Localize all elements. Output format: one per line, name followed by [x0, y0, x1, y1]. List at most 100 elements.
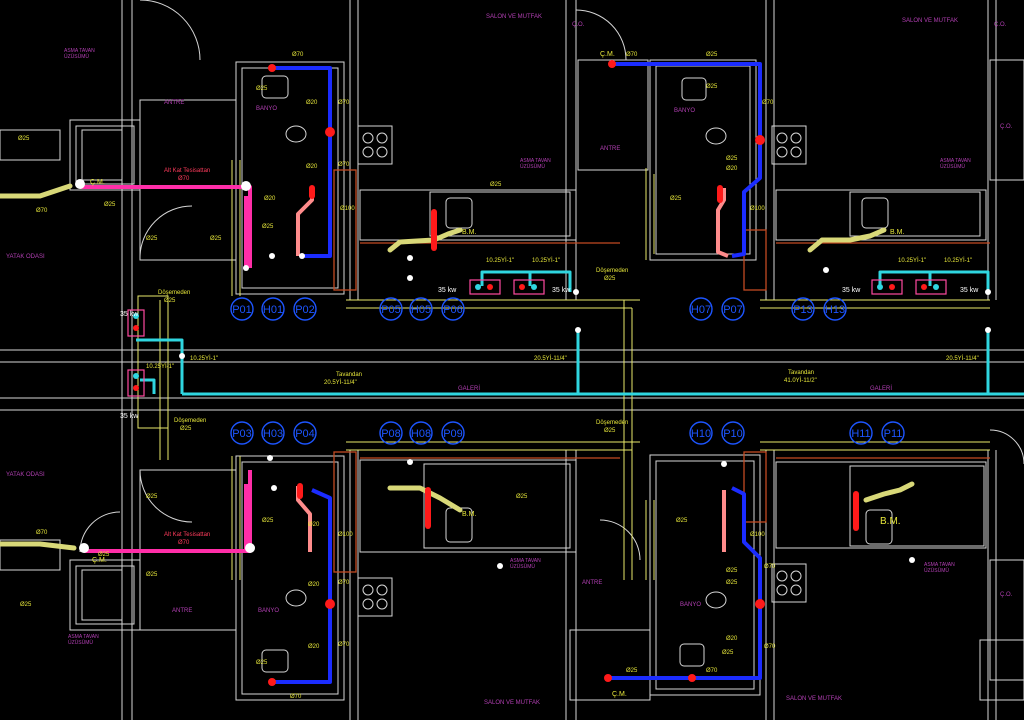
diameter-label: Ø20 — [306, 164, 318, 170]
toilet-icon — [705, 591, 727, 609]
fixture-label: Ç.M. — [612, 691, 627, 698]
diameter-label: Ø25 — [146, 236, 158, 242]
riser-tag: P11 — [881, 421, 905, 445]
diameter-label: Ø20 — [726, 636, 738, 642]
room-label: BANYO — [680, 602, 701, 608]
washbasin-icon — [679, 643, 705, 667]
riser-tag: P07 — [721, 297, 745, 321]
riser-tag: H03 — [261, 421, 285, 445]
riser-tag-circle — [823, 297, 847, 321]
diameter-label: Ø25 — [726, 580, 738, 586]
gas-note: 10.25Yİ-1" — [486, 257, 514, 264]
riser-tag: P09 — [441, 421, 465, 445]
riser-tag: H08 — [409, 421, 433, 445]
riser-tag-label: P11 — [884, 428, 903, 440]
room-label: SALON VE MUTFAK — [786, 696, 842, 702]
riser-tag-circle — [293, 297, 317, 321]
room-label: SALON VE MUTFAK — [484, 700, 540, 706]
supply-note: Alt Kat Tesisattan — [164, 532, 210, 538]
diameter-label: Ø70 — [706, 668, 718, 674]
fixture-label: B.M. — [462, 511, 476, 518]
riser-tag-circle — [721, 421, 745, 445]
diameter-label: Ø25 — [516, 494, 528, 500]
riser-tag: H05 — [409, 297, 433, 321]
cold-water-pipes — [272, 62, 762, 684]
riser-tag-circle — [261, 421, 285, 445]
ceiling-note: ÜZÜSÜMÜ — [940, 163, 965, 170]
diameter-label: Ø100 — [338, 532, 353, 538]
riser-tag-circle — [379, 297, 403, 321]
diameter-label: Ø20 — [726, 166, 738, 172]
room-label: Ç.O. — [994, 22, 1007, 28]
riser-tag-label: P03 — [232, 428, 252, 440]
room-label: GALERİ — [458, 385, 480, 392]
room-label: ANTRE — [164, 100, 184, 106]
riser-tag-circle — [230, 297, 254, 321]
diameter-label: Ø25 — [104, 202, 116, 208]
boiler-power: 35 kw — [120, 413, 139, 420]
diameter-label: Ø25 — [210, 236, 222, 242]
riser-tag: P04 — [293, 421, 317, 445]
supply-note: Ø70 — [178, 540, 190, 546]
room-label: BANYO — [258, 608, 279, 614]
diameter-label: Ø70 — [36, 530, 48, 536]
diameter-label: Ø25 — [262, 518, 274, 524]
ceiling-note: ÜZÜSÜMÜ — [510, 563, 535, 570]
diameter-label: Ø25 — [20, 602, 32, 608]
fixture-label: Ç.M. — [600, 51, 615, 58]
riser-tag-label: P08 — [381, 428, 401, 440]
boiler-power: 35 kw — [552, 287, 571, 294]
diameter-label: Ø20 — [264, 196, 276, 202]
room-label: ANTRE — [582, 580, 602, 586]
riser-tag-label: H01 — [263, 304, 283, 316]
diameter-label: Ø70 — [764, 564, 776, 570]
gas-note: Döşemeden — [596, 268, 628, 274]
room-label: YATAK ODASI — [6, 254, 45, 260]
riser-tag-circle — [881, 421, 905, 445]
gas-note: Tavandan — [788, 370, 814, 376]
riser-tag: P03 — [230, 421, 254, 445]
diameter-label: Ø25 — [706, 84, 718, 90]
red-fittings — [297, 185, 859, 531]
gas-note: Ø25 — [604, 276, 616, 282]
fitting-markers — [75, 179, 991, 569]
diameter-label: Ø25 — [490, 182, 502, 188]
gas-note: Döşemeden — [174, 418, 206, 424]
diameter-label: Ø100 — [750, 206, 765, 212]
diameter-label: Ø100 — [750, 532, 765, 538]
gas-note: 20.5Yİ-11/4" — [946, 355, 979, 362]
riser-tag-label: P10 — [723, 428, 743, 440]
washbasin-icon — [261, 75, 289, 99]
gas-note: 41.0Yİ-11/2" — [784, 377, 817, 384]
riser-tag-label: P02 — [295, 304, 315, 316]
gas-note: 10.25Yİ-1" — [146, 363, 174, 370]
riser-tag-circle — [849, 421, 873, 445]
diameter-label: Ø20 — [308, 582, 320, 588]
riser-tag-circle — [721, 297, 745, 321]
gas-meter-boxes — [127, 279, 947, 397]
room-label: GALERİ — [870, 385, 892, 392]
diameter-label: Ø25 — [256, 86, 268, 92]
diameter-label: Ø100 — [340, 206, 355, 212]
ceiling-note: ASMA TAVAN — [64, 48, 95, 54]
fixture-label: B.M. — [462, 229, 476, 236]
toilet-icon — [705, 127, 727, 145]
riser-tag-circle — [379, 421, 403, 445]
diameter-label: Ø70 — [626, 52, 638, 58]
riser-tag: P02 — [293, 297, 317, 321]
stove-icon — [357, 125, 393, 165]
diameter-label: Ø25 — [146, 494, 158, 500]
diameter-label: Ø25 — [722, 650, 734, 656]
boiler-power: 35 kw — [120, 311, 139, 318]
room-label: Ç.O. — [1000, 592, 1013, 598]
diameter-label: Ø70 — [338, 642, 350, 648]
boiler-power: 35 kw — [438, 287, 457, 294]
fixture-label: B.M. — [880, 516, 901, 527]
room-label: YATAK ODASI — [6, 472, 45, 478]
gas-note: Tavandan — [336, 372, 362, 378]
riser-tag-circle — [409, 297, 433, 321]
diameter-label: Ø25 — [676, 518, 688, 524]
red-valves — [268, 60, 765, 686]
